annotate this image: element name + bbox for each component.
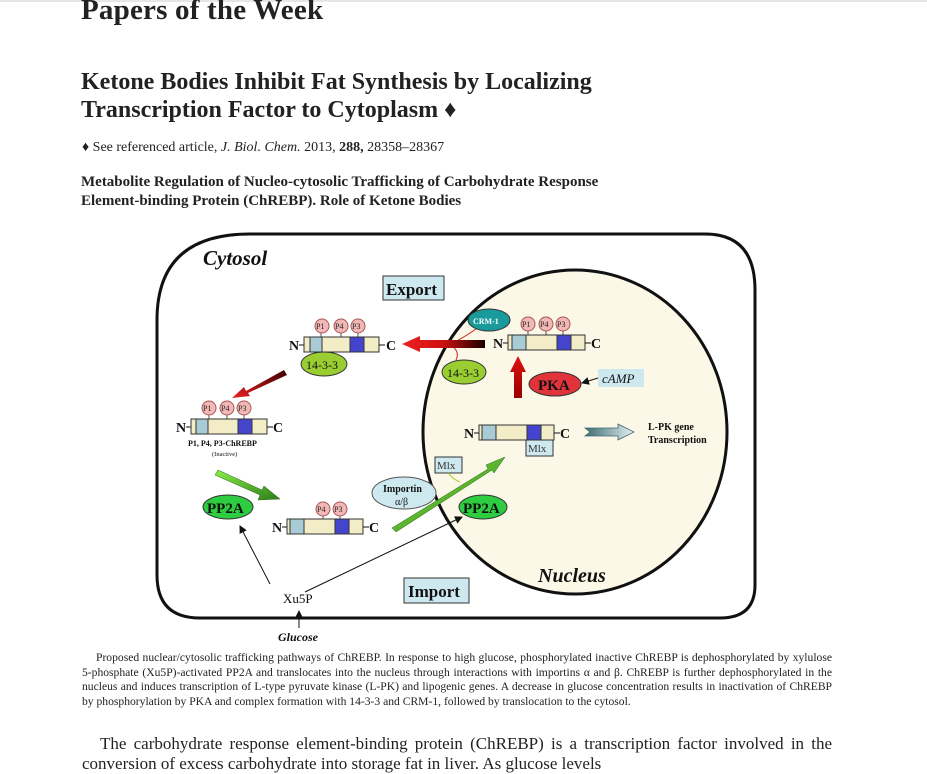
cytosol-label: Cytosol [203, 246, 267, 270]
export-box [382, 275, 445, 301]
diagram-label: N [176, 421, 186, 436]
diagram-label: P4 [335, 322, 343, 331]
diagram-label: 14-3-3 [447, 366, 479, 380]
chrebp-nuclear-phosphorylated: P1 P4 P3 N C [493, 316, 601, 352]
diagram-label: PP2A [207, 501, 244, 517]
pka [528, 371, 582, 397]
diagram-label: N [464, 427, 474, 442]
cytosol-red-arrow [232, 370, 287, 398]
diagram-label: N [493, 337, 503, 352]
diagram-label: C [591, 337, 601, 352]
camp-label: cAMP [602, 371, 635, 386]
chrebp-active: N C Mlx [464, 424, 570, 457]
article-title-line2: Transcription Factor to Cytoplasm [81, 97, 439, 123]
article-title-line1: Ketone Bodies Inhibit Fat Synthesis by L… [81, 69, 592, 95]
pka-up-arrow [510, 356, 526, 398]
importin [371, 476, 437, 510]
cytosol-green-arrow [214, 469, 281, 501]
pp2a-nucleus [458, 494, 508, 520]
reference-line: ♦ See referenced article, J. Biol. Chem.… [82, 140, 444, 156]
diagram-label: N [272, 521, 282, 536]
reference-volume: 288, [339, 140, 364, 155]
pp2a-cytosol [202, 494, 254, 520]
diagram-label: C [273, 421, 283, 436]
protein-14-3-3-nuclear [441, 359, 487, 385]
chrebp-cytosol-complex: P1 P4 P3 N C 14-3-3 [289, 318, 396, 377]
diagram-label: N [289, 339, 299, 354]
phospho-p1 [314, 318, 330, 334]
diamond-icon: ♦ [82, 140, 90, 155]
diagram-label: Importin [383, 484, 422, 495]
diagram-label: CRM-1 [473, 317, 499, 326]
reference-pages: 28358–28367 [367, 140, 445, 155]
pathway-diagram: Cytosol Nucleus Export Import P1 P4 P3 N… [155, 232, 757, 644]
diagram-label: P1 [522, 320, 530, 329]
import-box [403, 577, 470, 604]
xu5p-label: Xu5P [283, 591, 313, 606]
lpk-label-2: Transcription [648, 435, 707, 446]
mlx-box [525, 439, 554, 457]
chrebp-inactive: P1 P4 P3 N C P1, P4, P3-ChREBP (Inactive… [176, 400, 283, 458]
diagram-label: P4 [540, 320, 548, 329]
paper-title-line1: Metabolite Regulation of Nucleo-cytosoli… [81, 174, 599, 190]
section-title: Papers of the Week [81, 0, 324, 26]
chrebp-dephosphorylated: P4 P3 N C [272, 501, 379, 536]
glucose-label: Glucose [278, 630, 319, 644]
crm1 [467, 308, 511, 332]
diagram-label: P3 [557, 320, 565, 329]
protein-14-3-3 [300, 351, 348, 377]
lpk-arrow [583, 423, 635, 441]
diagram-label: PP2A [463, 501, 500, 517]
diagram-label: 14-3-3 [306, 358, 338, 372]
paper-title: Metabolite Regulation of Nucleo-cytosoli… [81, 173, 598, 211]
diagram-label: P4 [317, 505, 325, 514]
diamond-icon: ♦ [444, 97, 457, 123]
reference-year: 2013, [304, 140, 336, 155]
phospho-p3 [350, 318, 366, 334]
reference-prefix: See referenced article, [92, 140, 218, 155]
diagram-label: Mlx [528, 443, 547, 455]
export-arrow [402, 336, 485, 352]
export-label: Export [386, 280, 437, 299]
paper-title-line2: Element-binding Protein (ChREBP). Role o… [81, 193, 462, 209]
import-green-arrow [391, 456, 506, 533]
diagram-label: P3 [238, 404, 246, 413]
diagram-label: α/β [395, 497, 408, 508]
diagram-label: P3 [352, 322, 360, 331]
nucleus-label: Nucleus [537, 565, 606, 587]
import-label: Import [408, 582, 460, 601]
diagram-label: C [560, 427, 570, 442]
body-paragraph: The carbohydrate response element-bindin… [82, 734, 832, 773]
diagram-label: PKA [538, 378, 570, 394]
journal-link[interactable]: J. Biol. Chem. [220, 140, 301, 155]
phospho-p4 [333, 318, 349, 334]
diagram-label: P3 [334, 505, 342, 514]
inactive-label-2: (Inactive) [212, 451, 237, 458]
diagram-label: C [386, 339, 396, 354]
top-divider [0, 0, 927, 2]
article-title: Ketone Bodies Inhibit Fat Synthesis by L… [81, 68, 592, 124]
diagram-label: P4 [221, 404, 229, 413]
diagram-label: Mlx [437, 460, 456, 472]
figure: Cytosol Nucleus Export Import P1 P4 P3 N… [150, 228, 765, 648]
diagram-label: P1 [316, 322, 324, 331]
diagram-label: C [369, 521, 379, 536]
camp-box [598, 369, 644, 387]
figure-caption: Proposed nuclear/cytosolic trafficking p… [82, 651, 832, 708]
inactive-label: P1, P4, P3-ChREBP [188, 439, 257, 448]
diagram-label: P1 [203, 404, 211, 413]
lpk-label: L-PK gene [648, 422, 694, 433]
